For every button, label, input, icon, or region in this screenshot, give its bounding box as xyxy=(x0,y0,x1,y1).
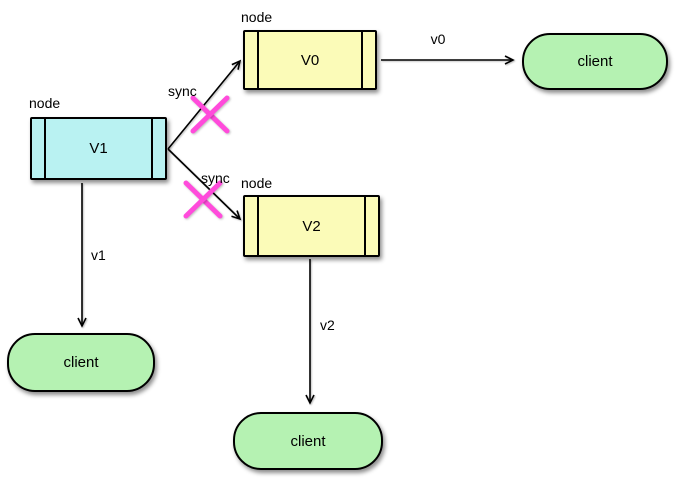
node-stripe-left xyxy=(44,119,46,178)
node-name-v2: V2 xyxy=(302,217,321,235)
cross-icon-sync-v1-v0 xyxy=(190,95,230,134)
node-tag-v2: node xyxy=(241,175,273,191)
sync-arrow-v1-to-v2 xyxy=(167,148,242,221)
edge-label-v2: v2 xyxy=(320,317,335,333)
node-box-v0: V0 xyxy=(243,30,377,90)
edge-label-sync-v1-v2: sync xyxy=(201,170,230,186)
node-name-v0: V0 xyxy=(300,51,320,69)
edge-label-v0: v0 xyxy=(430,31,446,47)
node-name-v1: V1 xyxy=(89,140,108,157)
client-label: client xyxy=(577,53,613,70)
node-stripe-right xyxy=(361,32,363,88)
node-box-v2: V2 xyxy=(243,195,380,257)
edge-label-v1: v1 xyxy=(91,247,106,263)
node-stripe-right xyxy=(151,119,153,178)
client-label: client xyxy=(63,354,99,371)
sync-arrow-v1-to-v0 xyxy=(167,59,242,150)
node-tag-v0: node xyxy=(241,9,273,25)
node-stripe-left xyxy=(257,197,259,255)
client-pill-top-right: client xyxy=(522,33,668,90)
cross-icon-sync-v1-v2 xyxy=(183,180,223,219)
node-box-v1: V1 xyxy=(30,117,167,180)
node-stripe-left xyxy=(257,32,259,88)
client-pill-bottom-left: client xyxy=(7,333,155,392)
node-tag-v1: node xyxy=(29,95,61,111)
client-pill-bottom-center: client xyxy=(233,412,383,470)
client-label: client xyxy=(290,432,326,450)
edge-label-sync-v1-v0: sync xyxy=(168,83,197,99)
node-stripe-right xyxy=(364,197,366,255)
